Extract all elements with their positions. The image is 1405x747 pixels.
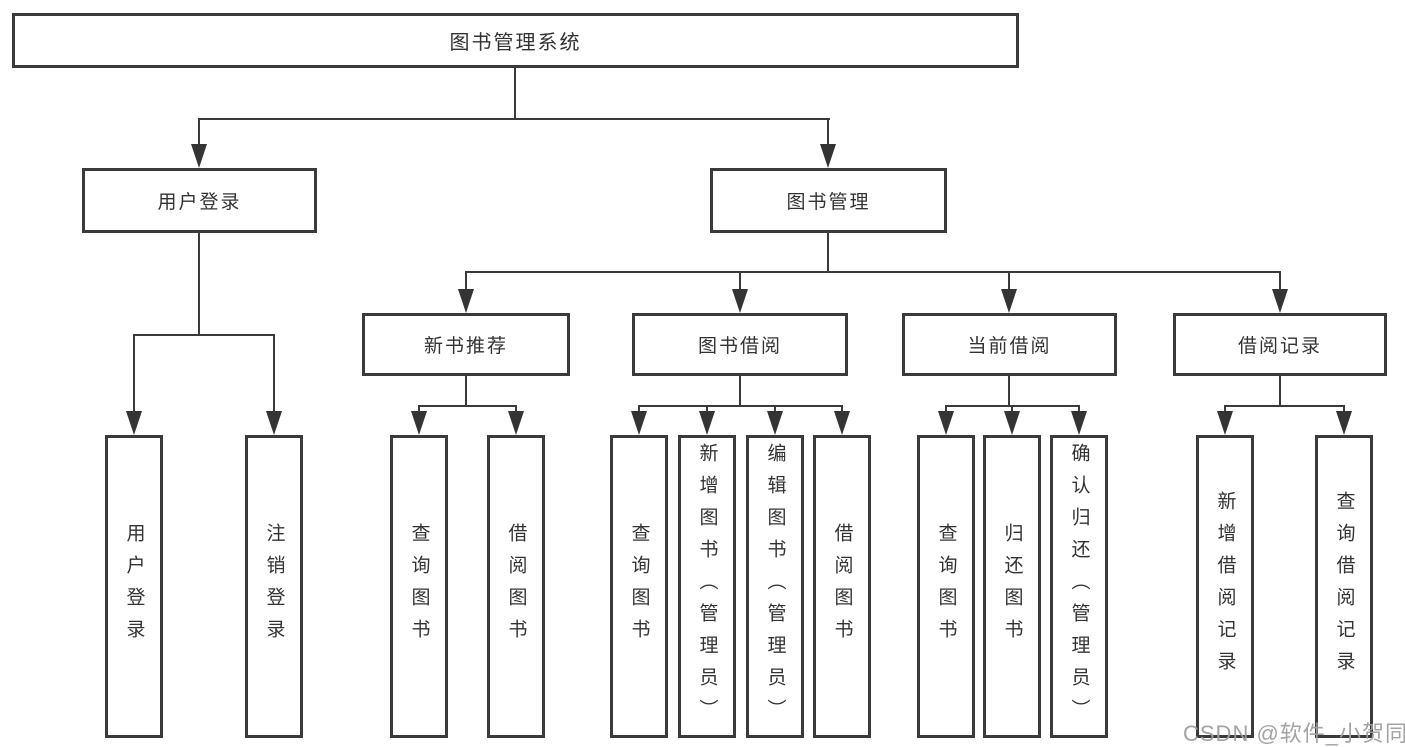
connector-drop [841,405,843,413]
node-borrowing-records: 借阅记录 [1173,313,1387,376]
connector-new-book-stem [465,376,467,407]
node-new-book-recommendation: 新书推荐 [362,313,570,376]
leaf-label: 查询图书 [628,522,650,651]
leaf-search-borrow-record: 查询借阅记录 [1315,435,1373,738]
node-book-borrowing: 图书借阅 [632,313,848,376]
node-book-management: 图书管理 [710,168,947,233]
leaf-add-books-admin: 新增图书（管理员） [678,435,736,738]
connector-drop [945,405,947,413]
connector-drop-leaf-user-login [133,334,135,412]
arrowhead-down-icon [508,411,524,435]
node-label: 图书管理 [786,192,871,213]
connector-drop-book-borrowing [739,271,741,291]
connector-drop [706,405,708,413]
node-label: 图书借阅 [697,336,782,357]
leaf-confirm-return-admin: 确认归还（管理员） [1050,435,1108,738]
node-label: 借阅记录 [1237,336,1322,357]
leaf-search-books-current: 查询图书 [917,435,975,738]
connector-drop [515,405,517,413]
node-label: 图书管理系统 [449,32,582,54]
node-label: 新书推荐 [423,336,508,357]
connector-drop-leaf-logout [273,334,275,412]
leaf-user-login: 用户登录 [105,435,163,738]
leaf-label: 查询图书 [408,522,430,651]
connector-borrowing-records-stem [1279,376,1281,407]
connector-drop-current-borrowing [1008,271,1010,291]
leaf-label: 查询图书 [935,522,957,651]
leaf-edit-books-admin: 编辑图书（管理员） [746,435,804,738]
node-library-management-system: 图书管理系统 [12,13,1019,68]
arrowhead-down-icon [266,411,282,435]
leaf-label: 借阅图书 [831,522,853,651]
arrowhead-down-icon [938,411,954,435]
arrowhead-down-icon [631,411,647,435]
connector-root-bus [198,118,830,120]
arrowhead-down-icon [1217,411,1233,435]
connector-drop [774,405,776,413]
leaf-label: 查询借阅记录 [1333,490,1355,683]
leaf-logout: 注销登录 [245,435,303,738]
leaf-label: 确认归还（管理员） [1068,442,1090,731]
leaf-label: 编辑图书（管理员） [764,442,786,731]
arrowhead-down-icon [126,411,142,435]
leaf-search-books-recommend: 查询图书 [390,435,448,738]
connector-drop [1224,405,1226,413]
connector-root-stem [514,68,516,120]
node-label: 当前借阅 [967,336,1052,357]
connector-drop [418,405,420,413]
arrowhead-down-icon [834,411,850,435]
connector-drop [638,405,640,413]
node-label: 用户登录 [157,192,242,213]
leaf-borrow-books: 借阅图书 [813,435,871,738]
leaf-return-books: 归还图书 [983,435,1041,738]
leaf-label: 新增图书（管理员） [696,442,718,731]
node-current-borrowing: 当前借阅 [902,313,1117,376]
connector-drop-user-login [198,118,200,146]
arrowhead-down-icon [191,144,207,168]
leaf-borrow-books-recommend: 借阅图书 [487,435,545,738]
connector-drop [1343,405,1345,413]
arrowhead-down-icon [1071,411,1087,435]
connector-drop-book-management [827,118,829,146]
arrowhead-down-icon [820,144,836,168]
connector-user-login-bus [133,334,275,336]
leaf-label: 用户登录 [123,522,145,651]
arrowhead-down-icon [699,411,715,435]
leaf-label: 新增借阅记录 [1214,490,1236,683]
connector-drop-borrowing-records [1279,271,1281,291]
leaf-add-borrow-record: 新增借阅记录 [1196,435,1254,738]
connector-book-borrowing-bus [638,405,843,407]
connector-user-login-stem [198,233,200,336]
leaf-label: 注销登录 [263,522,285,651]
arrowhead-down-icon [732,289,748,313]
arrowhead-down-icon [1336,411,1352,435]
connector-borrowing-records-bus [1224,405,1345,407]
connector-current-borrowing-stem [1008,376,1010,407]
connector-drop [1078,405,1080,413]
leaf-search-books-borrowing: 查询图书 [610,435,668,738]
node-user-login: 用户登录 [82,168,317,233]
connector-book-borrowing-stem [739,376,741,407]
csdn-watermark: CSDN @软件_小贺同学 [1183,721,1405,746]
connector-drop [1011,405,1013,413]
leaf-label: 归还图书 [1001,522,1023,651]
connector-drop-new-book [465,271,467,291]
arrowhead-down-icon [767,411,783,435]
arrowhead-down-icon [1004,411,1020,435]
arrowhead-down-icon [1272,289,1288,313]
leaf-label: 借阅图书 [505,522,527,651]
connector-new-book-bus [418,405,517,407]
arrowhead-down-icon [1001,289,1017,313]
arrowhead-down-icon [411,411,427,435]
connector-book-management-stem [827,233,829,273]
arrowhead-down-icon [458,289,474,313]
connector-book-management-bus [465,271,1281,273]
